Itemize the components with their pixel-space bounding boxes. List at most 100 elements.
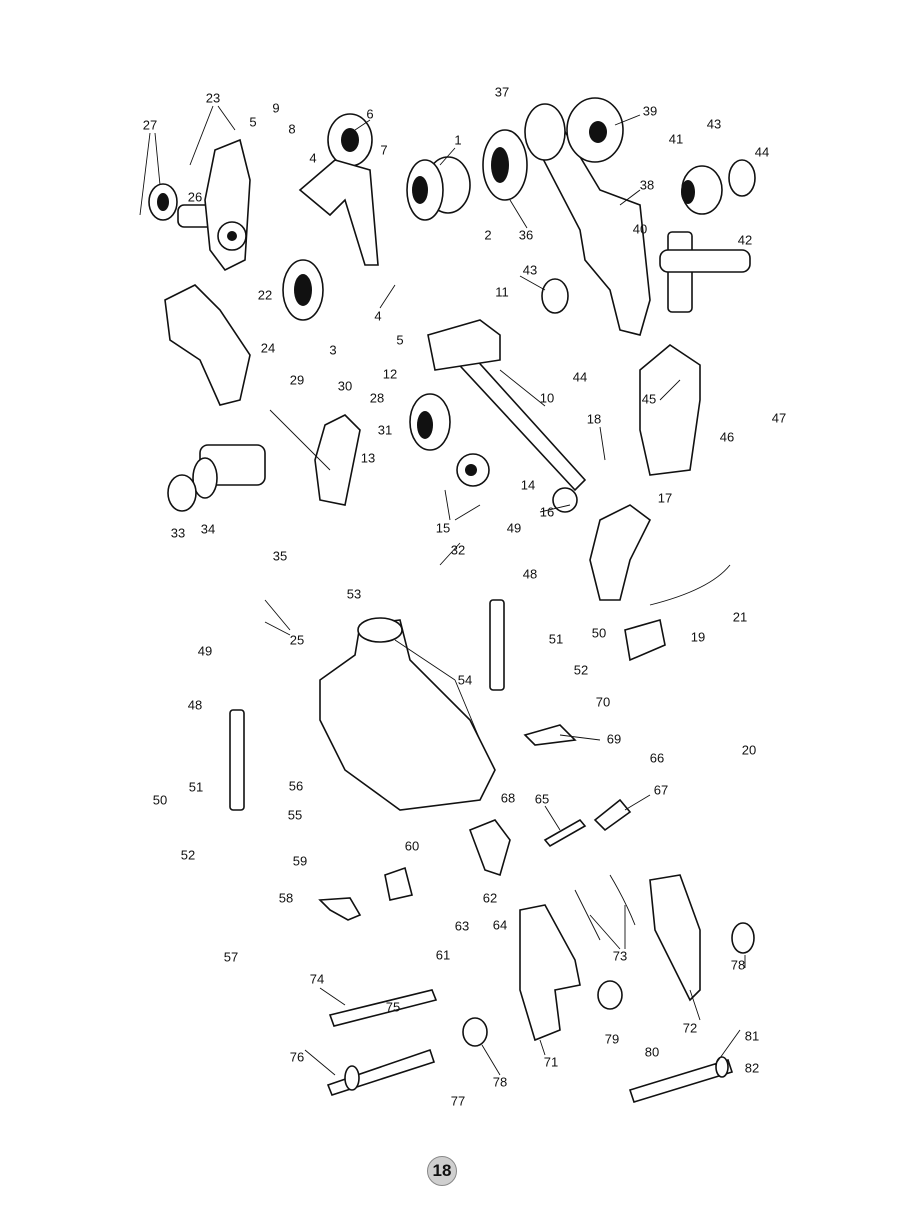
callout-21: 21 [732, 609, 748, 625]
callout-39: 39 [642, 103, 658, 119]
callout-2: 2 [484, 227, 492, 243]
callout-27: 27 [142, 117, 158, 133]
callout-10: 10 [539, 390, 555, 406]
callout-78b: 78 [492, 1074, 508, 1090]
callout-45: 45 [641, 391, 657, 407]
callout-28: 28 [369, 390, 385, 406]
part-bracket-40 [659, 231, 751, 313]
callout-32: 32 [450, 542, 466, 558]
callout-5b: 5 [396, 332, 404, 348]
part-washer-39 [566, 97, 624, 163]
callout-48: 48 [522, 566, 538, 582]
callout-74: 74 [309, 971, 325, 987]
callout-9: 9 [272, 100, 280, 116]
page-number-badge: 18 [427, 1156, 457, 1186]
callout-6: 6 [366, 106, 374, 122]
callout-63: 63 [454, 918, 470, 934]
callout-15: 15 [435, 520, 451, 536]
callout-61: 61 [435, 947, 451, 963]
callout-20: 20 [741, 742, 757, 758]
callout-57: 57 [223, 949, 239, 965]
part-presser-bar-48 [489, 599, 505, 691]
part-collar-12 [409, 393, 451, 451]
part-lever-19 [624, 618, 666, 662]
callout-42: 42 [737, 232, 753, 248]
callout-4: 4 [309, 150, 317, 166]
part-collar-78b [462, 1017, 488, 1047]
part-collar-79 [597, 980, 623, 1010]
callout-19: 19 [690, 629, 706, 645]
part-crank-arm-6 [298, 113, 379, 266]
callout-11: 11 [495, 284, 509, 300]
callout-76: 76 [289, 1049, 305, 1065]
callout-48b: 48 [187, 697, 203, 713]
callout-36: 36 [518, 227, 534, 243]
part-presser-17 [589, 504, 652, 601]
callout-51b: 51 [188, 779, 204, 795]
callout-62: 62 [482, 890, 498, 906]
callout-71: 71 [543, 1054, 559, 1070]
callout-37: 37 [494, 84, 510, 100]
callout-41: 41 [668, 131, 684, 147]
part-collar-36 [482, 129, 528, 201]
callout-26: 26 [187, 189, 203, 205]
callout-13: 13 [360, 450, 376, 466]
part-clip-60 [384, 866, 413, 901]
part-lever-69 [523, 724, 577, 746]
callout-22: 22 [257, 287, 273, 303]
callout-56: 56 [288, 778, 304, 794]
callout-31: 31 [377, 422, 393, 438]
callout-3: 3 [329, 342, 337, 358]
callout-44b: 44 [572, 369, 588, 385]
callout-29: 29 [289, 372, 305, 388]
callout-55: 55 [287, 807, 303, 823]
callout-49b: 49 [197, 643, 213, 659]
callout-60: 60 [404, 838, 420, 854]
part-presser-bar-48b [229, 709, 245, 811]
callout-33: 33 [170, 525, 186, 541]
part-lever-72 [649, 874, 701, 1002]
part-springs-73 [574, 874, 636, 941]
callout-5: 5 [249, 114, 257, 130]
callout-17: 17 [657, 490, 673, 506]
callout-50b: 50 [152, 792, 168, 808]
part-fork-58 [318, 897, 362, 921]
callout-67: 67 [653, 782, 669, 798]
part-needle-clamp-24 [164, 284, 251, 406]
part-fork-62 [468, 819, 511, 877]
callout-79: 79 [604, 1031, 620, 1047]
callout-81: 81 [744, 1028, 760, 1044]
part-ring-16 [552, 487, 578, 513]
part-link-28 [269, 409, 361, 506]
part-shaft-81 [628, 1056, 734, 1103]
part-shaft-34 [167, 444, 266, 512]
callout-47: 47 [771, 410, 787, 426]
callout-75: 75 [385, 999, 401, 1015]
callout-46: 46 [719, 429, 735, 445]
callout-34: 34 [200, 521, 216, 537]
callout-68: 68 [500, 790, 516, 806]
callout-80: 80 [644, 1044, 660, 1060]
part-collar-43b [541, 278, 569, 314]
callout-53: 53 [346, 586, 362, 602]
callout-38: 38 [639, 177, 655, 193]
part-feed-dog-45 [639, 344, 701, 476]
callout-14: 14 [520, 477, 536, 493]
callout-23: 23 [205, 90, 221, 106]
part-collar-14 [456, 453, 490, 487]
part-rock-shaft-10 [427, 319, 587, 492]
part-bushing-41 [681, 165, 723, 215]
callout-52b: 52 [180, 847, 196, 863]
callout-52: 52 [573, 662, 589, 678]
callout-72: 72 [682, 1020, 698, 1036]
callout-18: 18 [586, 411, 602, 427]
callout-24: 24 [260, 340, 276, 356]
part-lever-71 [519, 904, 581, 1042]
callout-49: 49 [506, 520, 522, 536]
callout-73: 73 [612, 948, 628, 964]
callout-25: 25 [289, 632, 305, 648]
callout-4b: 4 [374, 308, 382, 324]
callout-78: 78 [730, 957, 746, 973]
callout-16: 16 [539, 504, 555, 520]
